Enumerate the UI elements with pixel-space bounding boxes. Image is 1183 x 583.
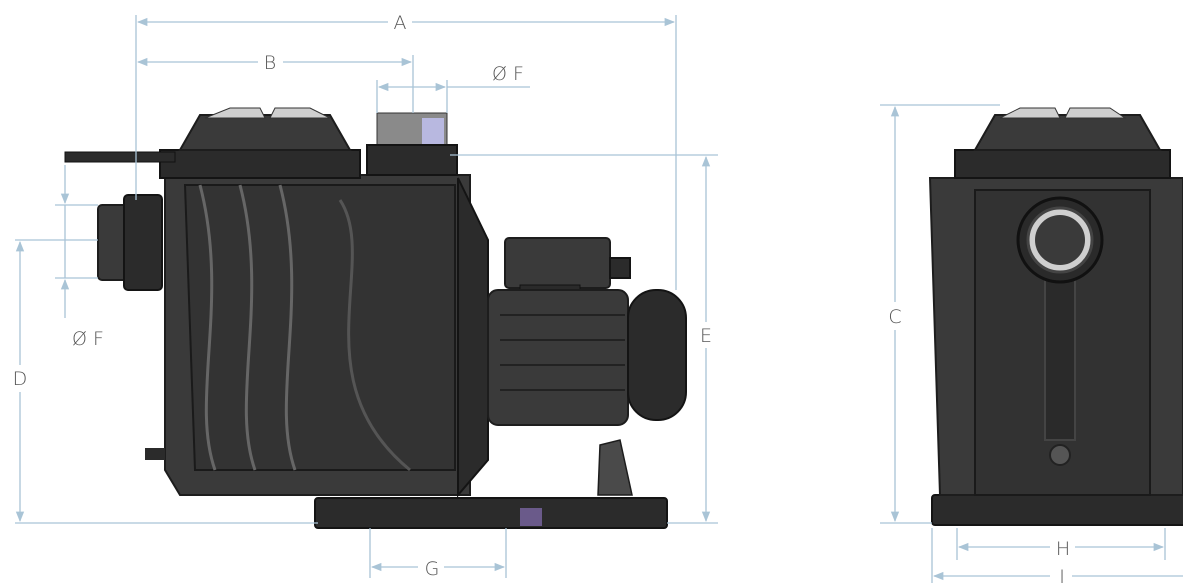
- label-e: E: [700, 325, 712, 347]
- motor-foot: [597, 439, 633, 496]
- label-b: B: [264, 52, 276, 74]
- label-f-top: Ø F: [492, 63, 524, 85]
- lid-top: [178, 114, 352, 151]
- front-base: [931, 494, 1183, 526]
- label-a: A: [394, 12, 407, 34]
- front-view-pump: [928, 107, 1183, 526]
- base-plate: [314, 497, 668, 529]
- label-f-side: Ø F: [72, 328, 104, 350]
- label-g: G: [425, 558, 440, 580]
- motor-fan-cover: [627, 289, 687, 421]
- side-view-pump: [64, 107, 687, 529]
- lid-ring: [159, 149, 361, 179]
- dimension-labels: A B Ø F D Ø F E G C H I: [13, 12, 1070, 583]
- label-i: I: [1059, 566, 1065, 583]
- motor-body: [487, 289, 629, 426]
- label-d: D: [13, 368, 28, 390]
- dimension-lines: [15, 15, 1183, 583]
- label-h: H: [1056, 538, 1070, 560]
- terminal-box: [504, 237, 611, 289]
- label-c: C: [888, 306, 901, 328]
- base-mark: [520, 508, 542, 526]
